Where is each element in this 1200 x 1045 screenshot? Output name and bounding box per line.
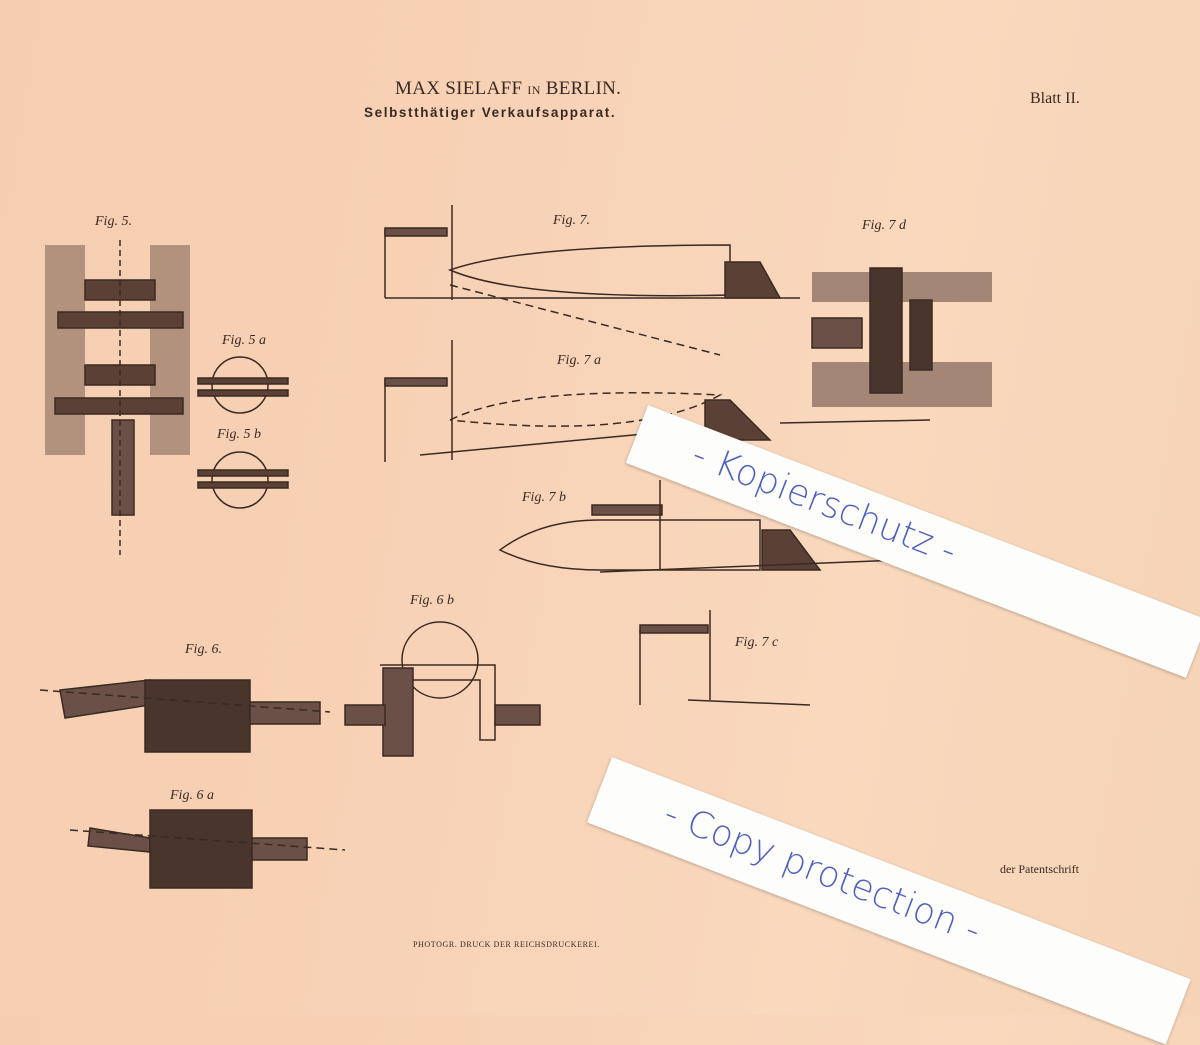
fig-6b-label: Fig. 6 b — [410, 593, 454, 608]
fig-5b-label: Fig. 5 b — [217, 427, 261, 442]
figure-6a-drawing — [69, 809, 346, 889]
inventor-heading: MAX SIELAFF IN BERLIN. — [395, 78, 621, 100]
fig-7b-label: Fig. 7 b — [522, 490, 566, 505]
fig-6-label: Fig. 6. — [185, 642, 222, 657]
patent-drawings — [39, 205, 992, 889]
figure-7c-drawing — [639, 610, 811, 706]
fig-5-label: Fig. 5. — [95, 214, 132, 229]
fig-6a-label: Fig. 6 a — [170, 788, 214, 803]
inventor-name: MAX SIELAFF — [395, 78, 523, 99]
fig-7c-label: Fig. 7 c — [735, 635, 779, 650]
fig-5a-label: Fig. 5 a — [222, 333, 266, 348]
printer-credit: PHOTOGR. DRUCK DER REICHSDRUCKEREI. — [413, 940, 600, 949]
fig-7d-label: Fig. 7 d — [862, 218, 906, 233]
figure-6b-drawing — [344, 621, 541, 757]
figure-5a-5b-drawing — [197, 356, 289, 509]
figure-7d-drawing — [779, 267, 992, 424]
figure-5-drawing — [45, 240, 190, 555]
sheet-number: Blatt II. — [1030, 90, 1080, 107]
patent-note: der Patentschrift — [1000, 862, 1079, 876]
figure-7b-drawing — [498, 480, 901, 573]
figure-7a-drawing — [384, 340, 772, 462]
fig-7-label: Fig. 7. — [553, 213, 590, 228]
patent-subtitle: Selbstthätiger Verkaufsapparat. — [364, 105, 617, 120]
figure-6-drawing — [39, 679, 331, 753]
city: BERLIN. — [545, 78, 622, 99]
fig-7a-label: Fig. 7 a — [557, 353, 601, 368]
figure-7-drawing — [384, 205, 800, 356]
in-word: IN — [527, 83, 541, 97]
